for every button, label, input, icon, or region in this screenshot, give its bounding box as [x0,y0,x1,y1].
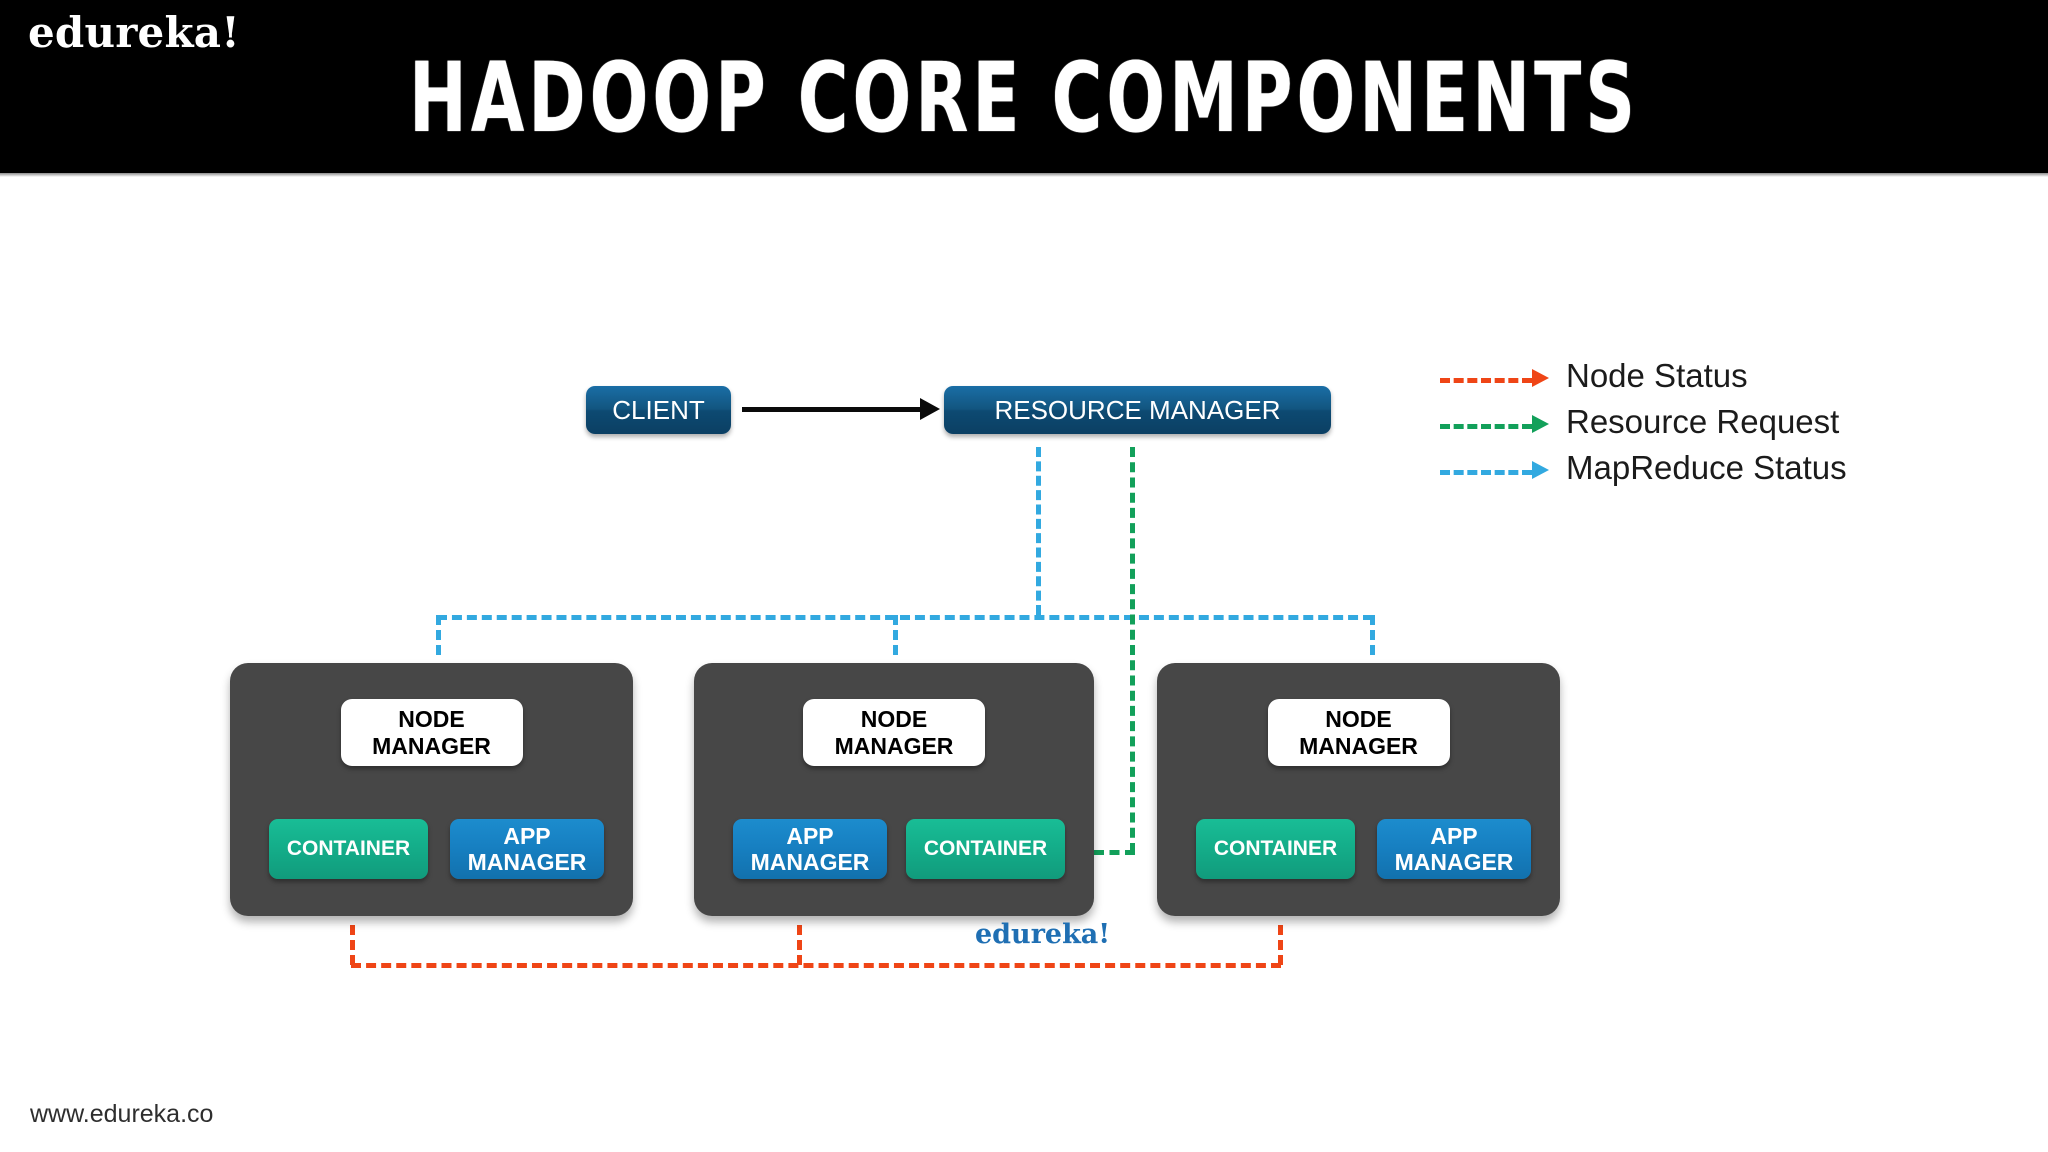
resource-manager-box[interactable]: RESOURCE MANAGER [944,386,1331,434]
page-title: HADOOP CORE COMPONENTS [409,42,1639,154]
watermark-logo: edureka! [975,919,1111,950]
container-box-3[interactable]: CONTAINER [1196,819,1355,879]
container-label-2: CONTAINER [923,837,1048,860]
header-band [0,0,2048,177]
resource-request-stub [1063,850,1135,855]
client-label: CLIENT [612,394,705,425]
legend-arrowhead-green-icon [1532,415,1549,433]
client-box[interactable]: CLIENT [586,386,731,434]
legend-item-mapreduce-status: MapReduce Status [1440,449,1960,498]
app-manager-line2-2: MANAGER [750,849,870,875]
legend-line-green-icon [1440,424,1532,429]
node-manager-box-3[interactable]: NODE MANAGER [1267,699,1450,766]
app-manager-line1-3: APP [1430,823,1478,849]
container-label-3: CONTAINER [1213,837,1338,860]
resource-request-riser [1130,447,1135,853]
legend-arrowhead-red-icon [1532,369,1549,387]
mapreduce-status-drop-3 [1370,615,1375,655]
app-manager-box-1[interactable]: APP MANAGER [450,819,604,879]
app-manager-line1-2: APP [786,823,834,849]
node-status-riser-3 [1278,925,1283,965]
legend-item-node-status: Node Status [1440,357,1960,406]
container-box-1[interactable]: CONTAINER [269,819,428,879]
client-to-rm-line [742,407,922,412]
mapreduce-status-riser [1036,447,1041,615]
brand-logo: edureka! [28,8,240,57]
legend-label-mapreduce-status: MapReduce Status [1566,449,1847,486]
node-manager-label-line1: NODE [1325,705,1392,732]
client-to-rm-arrowhead [920,398,940,420]
node-group-3[interactable]: NODE MANAGER CONTAINER APP MANAGER [1157,663,1560,916]
node-manager-label-line1: NODE [860,705,928,732]
resource-manager-label: RESOURCE MANAGER [994,394,1281,425]
app-manager-label-2: APP MANAGER [751,823,870,875]
node-status-riser-2 [797,925,802,965]
app-manager-line1-1: APP [503,823,551,849]
node-manager-box-2[interactable]: NODE MANAGER [803,699,985,766]
footer-url: www.edureka.co [30,1100,214,1128]
node-manager-label-line1: NODE [398,705,465,732]
node-status-riser-1 [350,925,355,965]
legend-item-resource-request: Resource Request [1440,403,1960,452]
node-manager-label-line2: MANAGER [1299,732,1418,759]
mapreduce-status-drop-2 [893,615,898,655]
legend-label-resource-request: Resource Request [1566,403,1840,440]
legend: Node Status Resource Request MapReduce S… [1440,357,1960,498]
node-manager-label-line2: MANAGER [834,732,954,759]
node-group-1[interactable]: NODE MANAGER CONTAINER APP MANAGER [230,663,633,916]
node-manager-box-1[interactable]: NODE MANAGER [340,699,523,766]
legend-line-red-icon [1440,378,1532,383]
node-group-2[interactable]: NODE MANAGER APP MANAGER CONTAINER [694,663,1094,916]
app-manager-box-2[interactable]: APP MANAGER [733,819,887,879]
mapreduce-status-drop-1 [436,615,441,655]
container-box-2[interactable]: CONTAINER [906,819,1065,879]
app-manager-line2-1: MANAGER [467,849,587,875]
app-manager-label-1: APP MANAGER [468,823,587,875]
legend-label-node-status: Node Status [1566,357,1748,394]
node-status-bus [351,963,1281,968]
node-manager-label-line2: MANAGER [372,732,491,759]
app-manager-label-3: APP MANAGER [1395,823,1514,875]
legend-arrowhead-blue-icon [1532,461,1549,479]
mapreduce-status-bus [437,615,1373,620]
container-label-1: CONTAINER [286,837,411,860]
legend-line-blue-icon [1440,470,1532,475]
app-manager-line2-3: MANAGER [1394,849,1514,875]
app-manager-box-3[interactable]: APP MANAGER [1377,819,1531,879]
